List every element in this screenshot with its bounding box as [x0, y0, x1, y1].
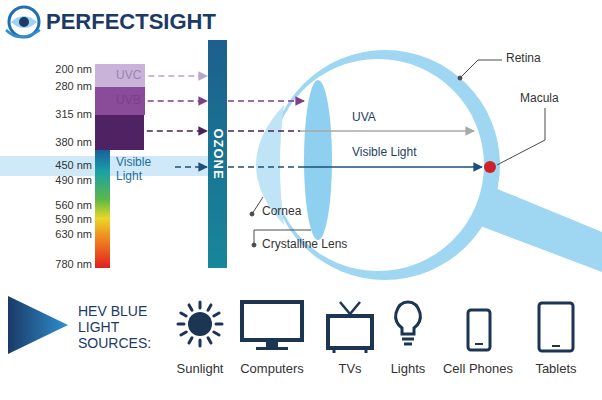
sun-ray: [214, 313, 219, 316]
bulb-icon: [402, 338, 414, 341]
part-label: Crystalline Lens: [262, 238, 347, 252]
section-heading: HEV BLUE LIGHT SOURCES:: [78, 303, 178, 351]
light-rays: [228, 100, 304, 102]
part-label: Macula: [520, 92, 559, 106]
light-rays: [228, 101, 482, 167]
bulb-icon: [396, 302, 421, 334]
eye: [256, 50, 602, 280]
sun-ray: [189, 305, 192, 310]
ray-arrow: [148, 100, 207, 102]
wavelength-label: 200 nm: [38, 63, 92, 76]
band-label: UVA: [116, 126, 140, 140]
light-rays: [300, 166, 482, 168]
logo-icon: [19, 17, 29, 27]
light-rays: [300, 130, 474, 132]
crystalline-lens-shape: [304, 80, 332, 240]
tv-icon: [328, 316, 372, 348]
leader-line: [250, 212, 254, 216]
sun-ray: [216, 323, 222, 326]
part-label: Cornea: [262, 205, 301, 219]
tv-icon: [333, 348, 336, 353]
leader-line: [458, 76, 462, 80]
sun-ray: [208, 338, 211, 343]
sun-icon: [178, 302, 222, 346]
source-label: TVs: [338, 362, 361, 377]
wavelength-label: 380 nm: [38, 136, 92, 149]
phone-icon: [468, 310, 490, 350]
wavelength-label: 560 nm: [38, 199, 92, 212]
source-label: Lights: [391, 362, 426, 377]
tv-icon: [340, 302, 350, 314]
computer-icon: [242, 302, 302, 350]
computer-icon: [242, 302, 302, 340]
source-label: Cell Phones: [443, 362, 513, 377]
bulb-icon: [404, 343, 412, 346]
light-rays: [228, 166, 300, 168]
tv-icon: [328, 302, 372, 353]
leader-line: [252, 243, 256, 247]
visible-light-band: Visible Light: [95, 150, 172, 268]
light-rays: [228, 130, 300, 132]
tablet-icon: [552, 345, 560, 347]
macula-dot: [484, 161, 496, 173]
sun-ray: [199, 340, 202, 346]
sun-ray: [214, 332, 219, 335]
tv-icon: [365, 348, 368, 353]
leader-line: [252, 197, 263, 214]
sun-icon: [178, 302, 222, 346]
phone-icon: [468, 310, 490, 350]
wavelength-label: 280 nm: [38, 80, 92, 93]
source-label: Sunlight: [177, 362, 224, 377]
wavelength-label: 590 nm: [38, 213, 92, 226]
sun-ray: [181, 332, 186, 335]
ozone-bar: OZONE: [208, 40, 227, 268]
logo-text: PERFECTSIGHT: [46, 9, 216, 34]
computer-icon: [256, 347, 288, 350]
ozone-label: OZONE: [210, 128, 225, 179]
uva-band: UVA: [95, 115, 144, 150]
wavelength-label: 315 nm: [38, 108, 92, 121]
tv-icon: [350, 302, 360, 314]
uvc-band: UVC: [95, 64, 145, 87]
leader-line: [460, 60, 502, 78]
tablet-icon: [539, 303, 573, 351]
sun-ray: [178, 323, 184, 326]
sun-ray: [208, 305, 211, 310]
sun-icon: [188, 312, 212, 336]
phone-icon: [475, 343, 483, 345]
ray-arrow: [148, 75, 207, 77]
uvb-band: UVB: [95, 87, 145, 115]
band-label: UVB: [116, 94, 141, 108]
source-label: Computers: [240, 362, 304, 377]
sun-ray: [199, 302, 202, 308]
wavelength-label: 630 nm: [38, 228, 92, 241]
ray-label: Visible Light: [352, 146, 417, 160]
logo-icon: [6, 7, 40, 37]
source-label: Tablets: [535, 362, 576, 377]
computer-icon: [266, 342, 278, 347]
ray-arrow: [175, 166, 207, 168]
ray-label: UVA: [352, 111, 376, 125]
ray-arrow: [147, 130, 207, 132]
sun-ray: [189, 338, 192, 343]
leader-line: [497, 108, 545, 165]
leader-line: [250, 60, 545, 247]
part-label: Retina: [506, 52, 541, 66]
sun-ray: [181, 313, 186, 316]
logo-icon: [11, 16, 37, 28]
tablet-icon: [539, 303, 573, 351]
pointer-triangle: [8, 296, 68, 354]
bulb-icon: [396, 302, 421, 344]
wavelength-label: 490 nm: [38, 174, 92, 187]
band-label: UVC: [116, 69, 141, 83]
band-label: Visible Light: [116, 156, 168, 184]
wavelength-label: 450 nm: [38, 159, 92, 172]
logo-icon: [6, 30, 40, 37]
wavelength-label: 780 nm: [38, 258, 92, 271]
